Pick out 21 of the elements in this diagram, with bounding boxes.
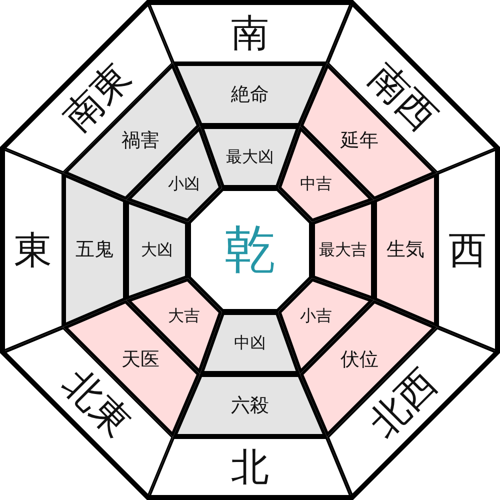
sector-label: 六殺 — [231, 396, 269, 415]
sector-label: 大凶 — [141, 242, 173, 258]
sector-label: 生気 — [386, 240, 424, 260]
sector-label: 大吉 — [168, 308, 200, 324]
direction-label: 東 — [14, 231, 52, 269]
sector-label: 延年 — [340, 131, 378, 150]
sector-label: 中凶 — [234, 335, 266, 351]
sector-label: 中吉 — [300, 176, 332, 192]
sector-label: 五鬼 — [76, 240, 114, 260]
direction-label: 北 — [231, 448, 269, 486]
direction-label: 南 — [231, 14, 269, 52]
sector-label: 絶命 — [231, 85, 269, 104]
sector-label: 天医 — [122, 350, 160, 369]
sector-label: 小凶 — [168, 176, 200, 192]
sector-label: 最大吉 — [319, 242, 367, 258]
sector-label: 小吉 — [300, 308, 332, 324]
center-label: 乾 — [224, 224, 276, 276]
sector-label: 禍害 — [122, 131, 160, 150]
sector-label: 伏位 — [340, 350, 378, 369]
sector-label: 最大凶 — [226, 149, 274, 165]
direction-label: 西 — [448, 231, 486, 269]
